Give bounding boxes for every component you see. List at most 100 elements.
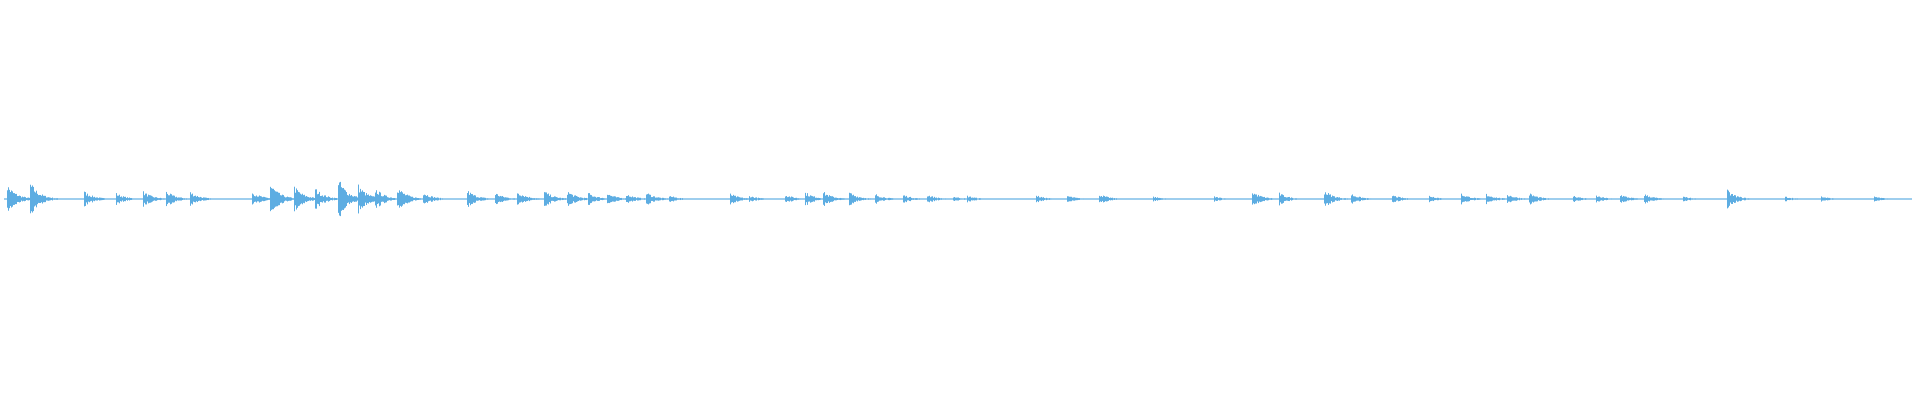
waveform-bar <box>121 196 122 202</box>
waveform-bar <box>797 198 798 200</box>
waveform-bar <box>1484 198 1485 200</box>
waveform-bar <box>266 197 267 201</box>
waveform-bar <box>1513 197 1514 201</box>
waveform-bar <box>442 198 443 200</box>
waveform-bar <box>699 198 700 200</box>
waveform-bar <box>1857 198 1858 200</box>
waveform-bar <box>161 198 162 200</box>
waveform-bar <box>214 198 215 200</box>
waveform-bar <box>745 198 746 200</box>
waveform-bar <box>1817 198 1818 200</box>
waveform-bar <box>1895 198 1896 200</box>
waveform-bar <box>1635 198 1636 200</box>
waveform-bar <box>1585 198 1586 200</box>
waveform-bar <box>572 194 573 204</box>
waveform-bar <box>252 193 253 205</box>
waveform-bar <box>1604 197 1605 201</box>
waveform-bar <box>362 190 363 208</box>
waveform-bar <box>610 195 611 203</box>
waveform-bar <box>207 198 208 200</box>
waveform-bar <box>1315 198 1316 200</box>
waveform-bar <box>967 195 968 203</box>
waveform-bar <box>1724 198 1725 200</box>
waveform-bar <box>1146 198 1147 200</box>
waveform-bar <box>1267 197 1268 201</box>
waveform-bar <box>933 197 934 201</box>
waveform-bar <box>1849 198 1850 200</box>
waveform-bar <box>1683 196 1684 202</box>
waveform-bar <box>828 196 829 202</box>
waveform-bar <box>1237 198 1238 200</box>
waveform-bar <box>1847 198 1848 200</box>
waveform-bar <box>1577 197 1578 201</box>
waveform-bar <box>568 192 569 206</box>
waveform-bar <box>1141 198 1142 200</box>
waveform-bar <box>755 197 756 201</box>
waveform-bar <box>1430 196 1431 202</box>
waveform-bar <box>1732 193 1733 205</box>
waveform-bar <box>541 198 542 200</box>
waveform-bar <box>89 195 90 203</box>
waveform-bar <box>972 197 973 201</box>
waveform-bar <box>790 197 791 201</box>
waveform-bar <box>455 198 456 200</box>
waveform-bar <box>1258 194 1259 204</box>
waveform-bar <box>1195 198 1196 200</box>
waveform-bar <box>1516 197 1517 201</box>
waveform-bar <box>952 198 953 200</box>
waveform-bar <box>1122 198 1123 200</box>
waveform-bar <box>139 198 140 200</box>
waveform-bar <box>1532 196 1533 202</box>
waveform-bar <box>485 197 486 201</box>
waveform-bar <box>1614 198 1615 200</box>
waveform-bar <box>1552 198 1553 200</box>
waveform-bar <box>107 198 108 200</box>
waveform-bar <box>1826 197 1827 201</box>
waveform-bar <box>1734 195 1735 203</box>
waveform-bar <box>1229 198 1230 200</box>
waveform-bar <box>576 195 577 203</box>
waveform-bar <box>524 196 525 202</box>
waveform-bar <box>176 196 177 202</box>
waveform-bar <box>309 197 310 201</box>
waveform-bar <box>1528 198 1529 200</box>
waveform-bar <box>615 196 616 202</box>
waveform-bar <box>1493 197 1494 201</box>
waveform-bar <box>858 197 859 201</box>
waveform-bar <box>743 198 744 200</box>
waveform-bar <box>1510 195 1511 203</box>
waveform-bar <box>651 197 652 201</box>
waveform-bar <box>1644 196 1645 202</box>
waveform-bar <box>1600 197 1601 201</box>
waveform-bar <box>1441 198 1442 200</box>
waveform-bar <box>506 197 507 201</box>
waveform-bar <box>1589 198 1590 200</box>
waveform-bar <box>1620 196 1621 202</box>
waveform-bar <box>551 197 552 201</box>
waveform-bar <box>1400 197 1401 201</box>
waveform-bar <box>153 197 154 201</box>
waveform-bar <box>1796 198 1797 200</box>
waveform-bar <box>409 195 410 203</box>
waveform-bar <box>475 195 476 203</box>
waveform-bar <box>285 197 286 201</box>
waveform-bar <box>129 197 130 201</box>
waveform-bar <box>582 197 583 201</box>
waveform-bar <box>1784 198 1785 200</box>
waveform-bar <box>1632 197 1633 201</box>
waveform-bar <box>1150 198 1151 200</box>
waveform-bar <box>203 197 204 201</box>
waveform-bar <box>511 198 512 200</box>
waveform-bar <box>893 198 894 200</box>
waveform-bar <box>543 198 544 200</box>
waveform-bar <box>351 195 352 203</box>
waveform-bar <box>1269 198 1270 200</box>
waveform-bar <box>137 198 138 200</box>
waveform-bar <box>1205 198 1206 200</box>
waveform-bar <box>1138 198 1139 200</box>
waveform-bar <box>1723 198 1724 200</box>
waveform-bar <box>54 198 55 200</box>
waveform-bar <box>342 188 343 210</box>
waveform-bar <box>1685 197 1686 201</box>
waveform-bar <box>347 194 348 204</box>
